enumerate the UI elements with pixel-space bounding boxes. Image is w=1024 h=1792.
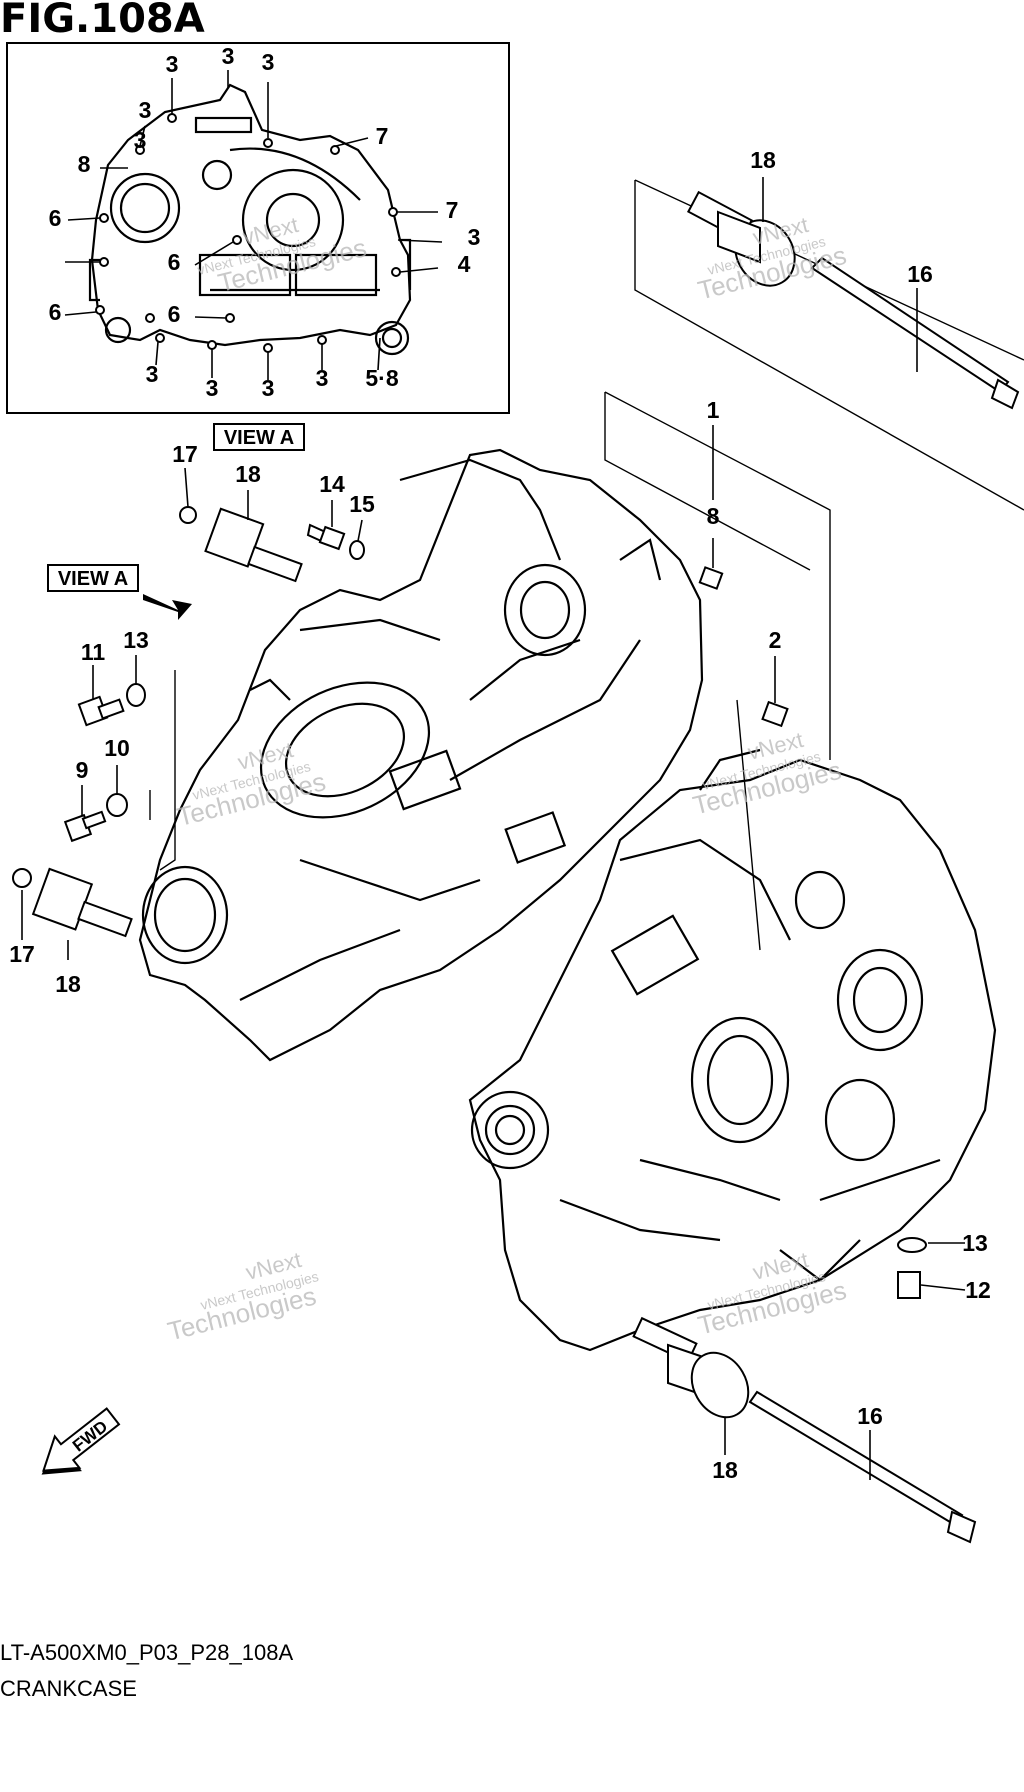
- part-callout-2: 2: [769, 627, 782, 653]
- part-callout-10: 10: [104, 735, 130, 761]
- fwd-arrow: FWD: [41, 1407, 121, 1475]
- inset-callout-6: 6: [168, 301, 181, 327]
- inset-callout-3: 3: [166, 51, 179, 77]
- loose-parts: [12, 190, 1020, 1544]
- watermark: vNext vNext Technologies Technologies: [165, 1247, 321, 1346]
- inset-callout-3: 3: [206, 375, 219, 401]
- diagram-caption: CRANKCASE: [0, 1676, 137, 1701]
- part-callout-12: 12: [965, 1277, 991, 1303]
- part-callout-14: 14: [319, 471, 345, 497]
- watermark: vNext vNext Technologies Technologies: [695, 1247, 850, 1341]
- part-callout-17: 17: [9, 941, 35, 967]
- part-callout-1: 1: [707, 397, 720, 423]
- part-callout-18: 18: [750, 147, 776, 173]
- inset-callout-6: 6: [49, 299, 62, 325]
- view-a-pointer: VIEW A: [47, 564, 192, 620]
- inset-callout-3: 3: [222, 43, 235, 69]
- figure-title: FIG.108A: [0, 0, 205, 42]
- inset-callout-3: 3: [316, 365, 329, 391]
- inset-callout-7: 7: [446, 197, 459, 223]
- part-callout-18: 18: [55, 971, 81, 997]
- inset-callout-3: 3: [468, 224, 481, 250]
- part-callout-15: 15: [349, 491, 375, 517]
- inset-callout-3: 3: [262, 375, 275, 401]
- diagram-code: LT-A500XM0_P03_P28_108A: [0, 1640, 294, 1665]
- inset-callout-6: 6: [168, 249, 181, 275]
- inset-callout-5-8: 5·8: [365, 365, 398, 391]
- inset-callout-8: 8: [78, 151, 91, 177]
- watermark: vNext vNext Technologies Technologies: [174, 737, 329, 832]
- inset-view-a: [6, 42, 510, 414]
- inset-callout-3: 3: [146, 361, 159, 387]
- watermarks: vNext vNext Technologies Technologies vN…: [165, 212, 850, 1346]
- watermark: vNext vNext Technologies Technologies: [690, 727, 845, 821]
- part-callout-16: 16: [857, 1403, 883, 1429]
- inset-callout-6: 6: [49, 205, 62, 231]
- inset-callout-3: 3: [262, 49, 275, 75]
- part-callout-11: 11: [81, 639, 106, 665]
- part-callout-18: 18: [235, 461, 261, 487]
- view-a-pointer-text: VIEW A: [58, 568, 128, 590]
- view-a-caption-text: VIEW A: [224, 427, 294, 449]
- right-crankcase-half: [468, 748, 997, 1352]
- inset-callout-4: 4: [458, 251, 471, 277]
- part-callout-13: 13: [123, 627, 149, 653]
- part-callout-17: 17: [172, 441, 198, 467]
- inset-callout-7: 7: [376, 123, 389, 149]
- inset-callout-3: 3: [139, 97, 152, 123]
- part-callout-9: 9: [76, 757, 89, 783]
- part-callout-8: 8: [707, 503, 720, 529]
- inset-callout-3: 3: [134, 127, 147, 153]
- reference-lines: [149, 179, 1024, 951]
- part-callout-18: 18: [712, 1457, 738, 1483]
- left-crankcase-half: [138, 448, 704, 1062]
- view-a-caption: VIEW A: [213, 423, 305, 451]
- main-leaders: [21, 177, 966, 1480]
- part-callout-13: 13: [962, 1230, 988, 1256]
- part-callout-16: 16: [907, 261, 933, 287]
